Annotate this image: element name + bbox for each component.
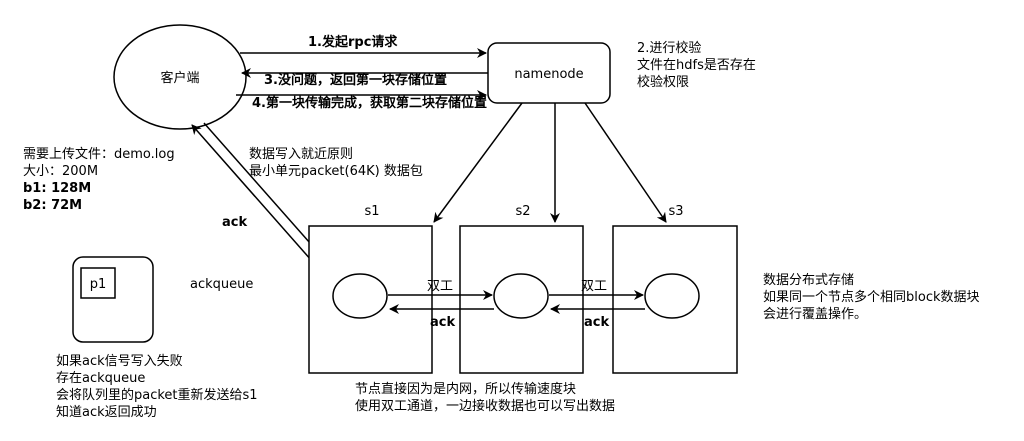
- svg-text:知道ack返回成功: 知道ack返回成功: [56, 404, 157, 420]
- duplex1-label: 双工: [427, 279, 453, 294]
- svg-text:校验权限: 校验权限: [637, 74, 689, 90]
- svg-text:会将队列里的packet重新发送给s1: 会将队列里的packet重新发送给s1: [56, 387, 258, 403]
- s3-block: [644, 273, 700, 319]
- client-label: 客户端: [160, 70, 199, 86]
- svg-text:如果ack信号写入失败: 如果ack信号写入失败: [56, 353, 183, 369]
- ack-fail-note: 如果ack信号写入失败 存在ackqueue 会将队列里的packet重新发送给…: [56, 353, 258, 420]
- ack-client-label: ack: [222, 215, 247, 230]
- ack1-label: ack: [430, 315, 455, 330]
- svg-text:b2: 72M: b2: 72M: [23, 198, 82, 213]
- network-note: 节点直接因为是内网，所以传输速度块 使用双工通道，一边接收数据也可以写出数据: [355, 381, 615, 414]
- s3-label: s3: [668, 204, 683, 219]
- s1-block: [332, 273, 388, 319]
- datanode-s2: [459, 225, 584, 374]
- duplex2-label: 双工: [581, 279, 607, 294]
- svg-text:数据写入就近原则: 数据写入就近原则: [249, 147, 353, 162]
- datanode-s3: [612, 225, 738, 374]
- file-note: 需要上传文件：demo.log 大小：200M b1: 128M b2: 72M: [23, 147, 175, 213]
- svg-text:最小单元packet(64K) 数据包: 最小单元packet(64K) 数据包: [249, 164, 423, 179]
- p1-label: p1: [90, 277, 107, 292]
- svg-text:大小：200M: 大小：200M: [23, 164, 98, 179]
- step3-label: 3.没问题，返回第一块存储位置: [264, 72, 447, 88]
- svg-text:使用双工通道，一边接收数据也可以写出数据: 使用双工通道，一边接收数据也可以写出数据: [355, 398, 615, 414]
- s2-label: s2: [515, 204, 530, 219]
- write-note: 数据写入就近原则 最小单元packet(64K) 数据包: [249, 147, 423, 179]
- svg-text:2.进行校验: 2.进行校验: [637, 40, 701, 56]
- arrow-nn-s3: [584, 102, 667, 223]
- svg-text:数据分布式存储: 数据分布式存储: [763, 273, 854, 288]
- svg-text:会进行覆盖操作。: 会进行覆盖操作。: [763, 306, 867, 322]
- check-note: 2.进行校验 文件在hdfs是否存在 校验权限: [637, 40, 756, 90]
- ack2-label: ack: [584, 315, 609, 330]
- svg-text:如果同一个节点多个相同block数据块: 如果同一个节点多个相同block数据块: [763, 289, 980, 305]
- svg-text:节点直接因为是内网，所以传输速度块: 节点直接因为是内网，所以传输速度块: [355, 381, 576, 397]
- ackqueue-label: ackqueue: [190, 277, 253, 292]
- step1-label: 1.发起rpc请求: [308, 34, 398, 50]
- step4-label: 4.第一块传输完成，获取第二块存储位置: [252, 95, 487, 111]
- svg-text:b1: 128M: b1: 128M: [23, 181, 91, 196]
- svg-text:存在ackqueue: 存在ackqueue: [56, 371, 145, 386]
- namenode-label: namenode: [514, 67, 583, 82]
- arrow-nn-s1: [433, 102, 523, 223]
- s1-label: s1: [364, 204, 379, 219]
- storage-note: 数据分布式存储 如果同一个节点多个相同block数据块 会进行覆盖操作。: [763, 273, 980, 322]
- svg-text:文件在hdfs是否存在: 文件在hdfs是否存在: [637, 58, 756, 73]
- svg-text:需要上传文件：demo.log: 需要上传文件：demo.log: [23, 147, 175, 162]
- datanode-s1: [308, 225, 433, 374]
- packet-p1-box: [80, 267, 116, 299]
- s2-block: [493, 273, 549, 319]
